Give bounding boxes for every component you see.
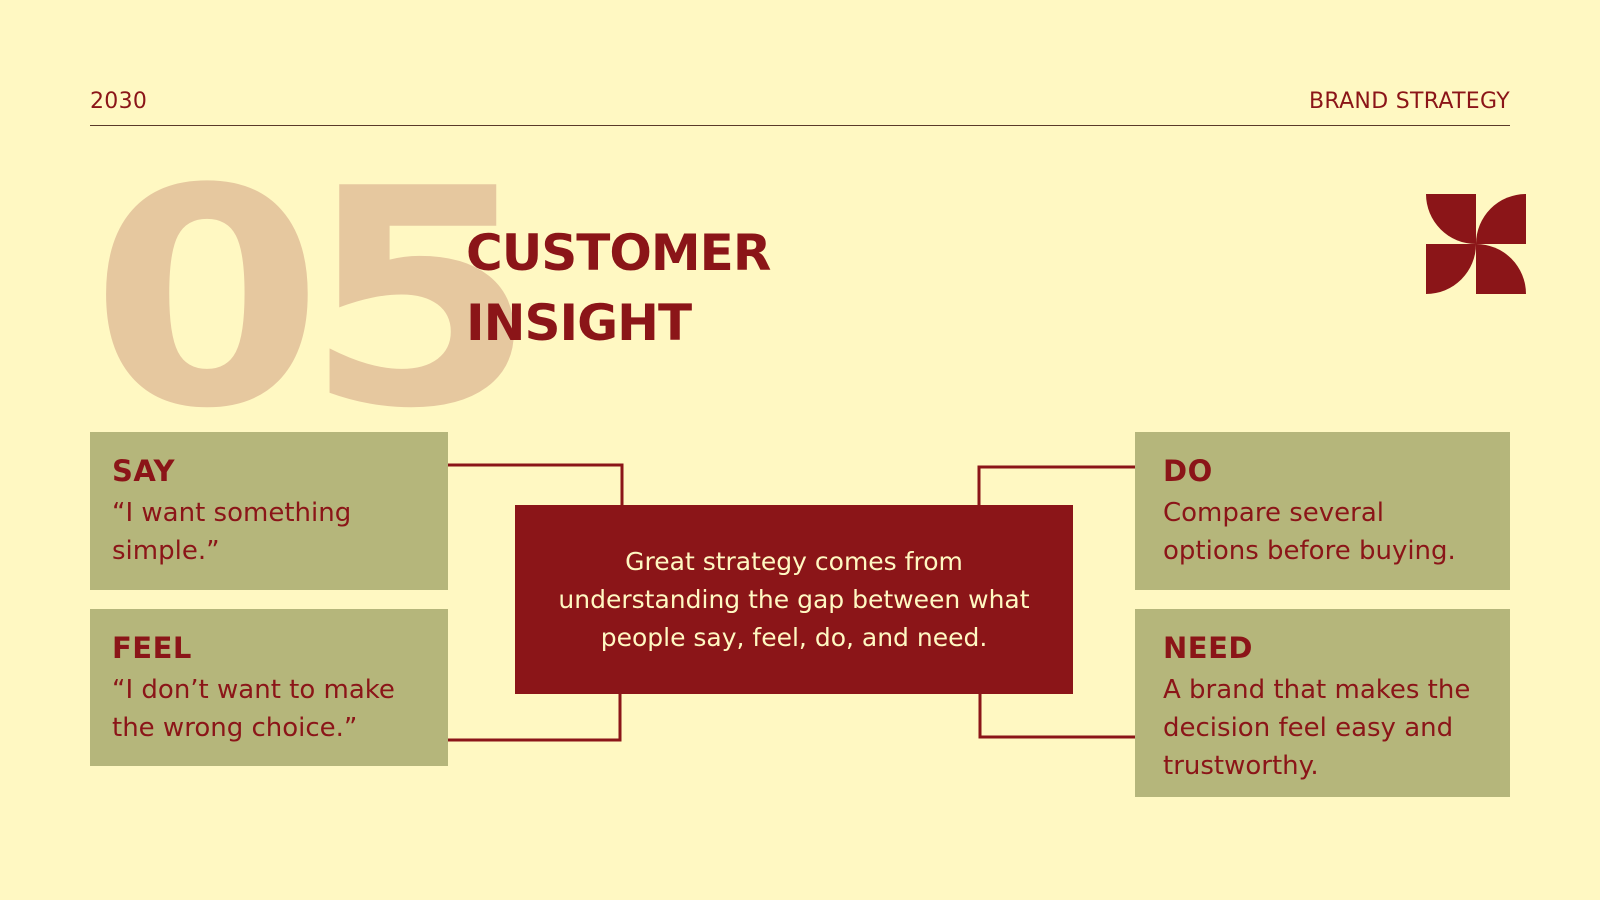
connector-do xyxy=(977,465,1135,505)
center-statement-box: Great strategy comes from understanding … xyxy=(515,505,1073,694)
slide-title-line2: INSIGHT xyxy=(466,294,692,352)
card-feel: FEEL “I don’t want to make the wrong cho… xyxy=(90,609,448,766)
card-say: SAY “I want something simple.” xyxy=(90,432,448,590)
connector-feel xyxy=(448,694,622,742)
header-divider xyxy=(90,125,1510,126)
card-say-text: “I want something simple.” xyxy=(112,498,352,566)
header-year: 2030 xyxy=(90,89,148,114)
card-feel-text: “I don’t want to make the wrong choice.” xyxy=(112,675,395,743)
connector-need xyxy=(978,694,1135,739)
card-do: DO Compare several options before buying… xyxy=(1135,432,1510,590)
card-feel-title: FEEL xyxy=(112,631,192,665)
card-do-text: Compare several options before buying. xyxy=(1163,498,1456,566)
slide-title-line1: CUSTOMER xyxy=(466,224,771,282)
pinwheel-icon xyxy=(1426,194,1526,294)
card-need-text: A brand that makes the decision feel eas… xyxy=(1163,675,1471,781)
card-say-title: SAY xyxy=(112,454,176,488)
card-do-title: DO xyxy=(1163,454,1213,488)
card-need: NEED A brand that makes the decision fee… xyxy=(1135,609,1510,797)
card-need-title: NEED xyxy=(1163,631,1253,665)
slide-number: 05 xyxy=(90,125,537,474)
center-statement-text: Great strategy comes from understanding … xyxy=(558,546,1030,652)
header-section: BRAND STRATEGY xyxy=(1309,89,1510,114)
